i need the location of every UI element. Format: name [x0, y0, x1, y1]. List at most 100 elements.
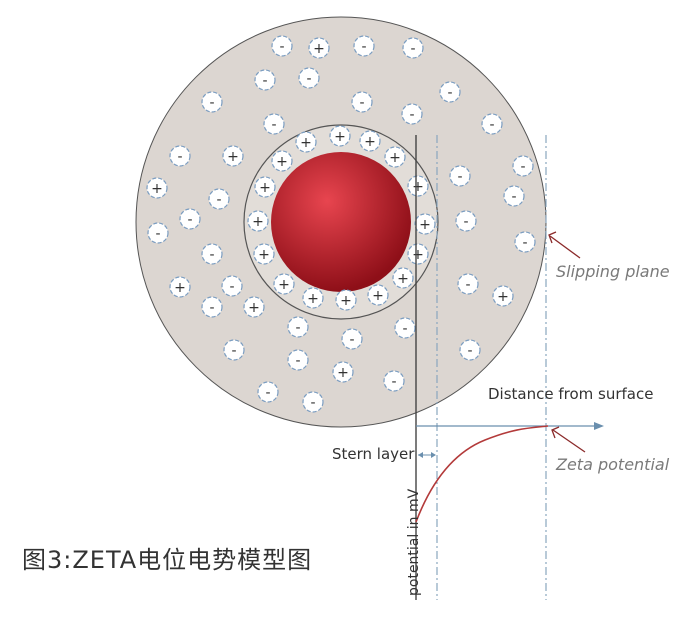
svg-text:+: +: [227, 149, 239, 165]
negative-ion: -: [201, 91, 223, 113]
positive-ion: +: [407, 175, 429, 197]
svg-text:+: +: [252, 214, 264, 230]
svg-text:-: -: [231, 343, 236, 359]
svg-text:-: -: [489, 117, 494, 133]
svg-text:-: -: [465, 277, 470, 293]
figure-caption: 图3:ZETA电位电势模型图: [22, 546, 313, 574]
svg-text:+: +: [313, 41, 325, 57]
svg-text:-: -: [447, 85, 452, 101]
negative-ion: -: [512, 155, 534, 177]
svg-text:-: -: [349, 332, 354, 348]
svg-text:-: -: [295, 320, 300, 336]
negative-ion: -: [201, 296, 223, 318]
positive-ion: +: [222, 145, 244, 167]
negative-ion: -: [169, 145, 191, 167]
svg-text:-: -: [209, 247, 214, 263]
positive-ion: +: [359, 130, 381, 152]
svg-text:+: +: [258, 247, 270, 263]
zeta-pointer: [552, 429, 586, 453]
negative-ion: -: [439, 81, 461, 103]
svg-text:+: +: [337, 365, 349, 381]
negative-ion: -: [351, 91, 373, 113]
negative-ion: -: [287, 316, 309, 338]
negative-ion: -: [221, 275, 243, 297]
svg-text:-: -: [209, 300, 214, 316]
svg-text:-: -: [463, 214, 468, 230]
distance-axis-arrowhead: [594, 422, 604, 430]
positive-ion: +: [335, 289, 357, 311]
svg-text:+: +: [372, 288, 384, 304]
svg-text:+: +: [340, 293, 352, 309]
negative-ion: -: [401, 103, 423, 125]
svg-text:-: -: [409, 107, 414, 123]
negative-ion: -: [298, 67, 320, 89]
svg-text:-: -: [361, 39, 366, 55]
negative-ion: -: [201, 243, 223, 265]
distance-from-surface-label: Distance from surface: [488, 385, 654, 403]
positive-ion: +: [271, 150, 293, 172]
zeta-potential-label: Zeta potential: [556, 455, 670, 474]
negative-ion: -: [514, 231, 536, 253]
svg-text:-: -: [522, 235, 527, 251]
negative-ion: -: [302, 391, 324, 413]
negative-ion: -: [383, 370, 405, 392]
positive-ion: +: [169, 276, 191, 298]
svg-text:-: -: [271, 117, 276, 133]
svg-text:-: -: [187, 212, 192, 228]
positive-ion: +: [247, 210, 269, 232]
zeta-pointer-head: [551, 426, 560, 439]
svg-text:+: +: [278, 277, 290, 293]
svg-text:-: -: [467, 343, 472, 359]
slipping-plane-label: Slipping plane: [556, 262, 670, 281]
slipping-plane-pointer: [549, 235, 581, 259]
positive-ion: +: [253, 243, 275, 265]
positive-ion: +: [384, 146, 406, 168]
svg-text:-: -: [265, 385, 270, 401]
charged-particle: [271, 152, 411, 292]
svg-text:-: -: [262, 73, 267, 89]
svg-text:-: -: [391, 374, 396, 390]
positive-ion: +: [367, 284, 389, 306]
svg-text:+: +: [248, 300, 260, 316]
svg-text:+: +: [276, 154, 288, 170]
svg-text:+: +: [412, 247, 424, 263]
positive-ion: +: [254, 176, 276, 198]
svg-text:+: +: [412, 179, 424, 195]
positive-ion: +: [146, 177, 168, 199]
svg-text:-: -: [511, 189, 516, 205]
svg-text:-: -: [310, 395, 315, 411]
positive-ion: +: [407, 243, 429, 265]
negative-ion: -: [257, 381, 279, 403]
negative-ion: -: [402, 37, 424, 59]
positive-ion: +: [302, 287, 324, 309]
negative-ion: -: [287, 349, 309, 371]
positive-ion: +: [273, 273, 295, 295]
svg-text:+: +: [259, 180, 271, 196]
negative-ion: -: [254, 69, 276, 91]
negative-ion: -: [459, 339, 481, 361]
negative-ion: -: [457, 273, 479, 295]
svg-text:-: -: [155, 226, 160, 242]
negative-ion: -: [341, 328, 363, 350]
negative-ion: -: [449, 165, 471, 187]
positive-ion: +: [329, 125, 351, 147]
negative-ion: -: [353, 35, 375, 57]
svg-text:-: -: [306, 71, 311, 87]
negative-ion: -: [208, 188, 230, 210]
svg-text:+: +: [334, 129, 346, 145]
negative-ion: -: [481, 113, 503, 135]
positive-ion: +: [243, 296, 265, 318]
svg-text:-: -: [229, 279, 234, 295]
potential-decay-curve: [415, 425, 549, 523]
negative-ion: -: [179, 208, 201, 230]
svg-text:+: +: [497, 289, 509, 305]
positive-ion: +: [295, 131, 317, 153]
svg-text:-: -: [216, 192, 221, 208]
negative-ion: -: [271, 35, 293, 57]
svg-text:-: -: [279, 39, 284, 55]
stern-bracket-arrow-right: [431, 452, 436, 458]
stern-bracket-arrow-left: [418, 452, 423, 458]
negative-ion: -: [263, 113, 285, 135]
